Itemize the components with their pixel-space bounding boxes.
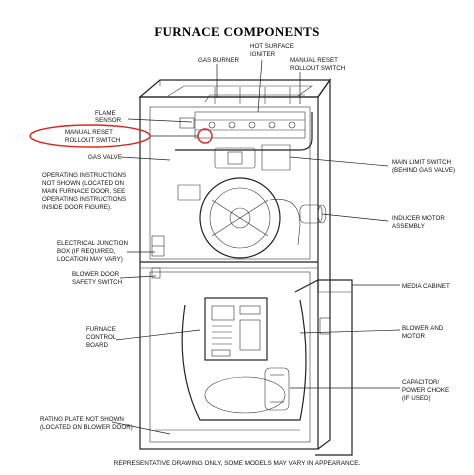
label-rollout-top-2: ROLLOUT SWITCH	[290, 65, 345, 72]
door-switch	[151, 267, 161, 279]
label-blower-1: BLOWER AND	[402, 325, 444, 332]
label-flame-sensor-2: SENSOR	[95, 117, 122, 124]
leader-lines	[111, 59, 401, 435]
label-operating-2: NOT SHOWN (LOCATED ON	[42, 180, 124, 187]
label-blower-2: MOTOR	[402, 333, 425, 340]
label-flame-sensor-1: FLAME	[95, 110, 116, 117]
label-operating-3: MAIN FURNACE DOOR, SEE	[42, 188, 125, 195]
label-main-limit-2: (BEHIND GAS VALVE)	[392, 167, 455, 174]
heat-exchanger	[167, 85, 313, 104]
label-capacitor-2: POWER CHOKE	[402, 387, 449, 394]
label-junction-3: LOCATION MAY VARY)	[57, 256, 123, 263]
burner-assembly	[179, 111, 306, 139]
rollout-switch-highlight	[197, 128, 213, 144]
component-labels: GAS BURNER HOT SURFACE IGNITER MANUAL RE…	[40, 43, 455, 431]
footer-note: REPRESENTATIVE DRAWING ONLY, SOME MODELS…	[114, 460, 361, 467]
label-operating-4: OPERATING INSTRUCTIONS	[42, 196, 126, 203]
gas-valve-assembly	[175, 112, 313, 171]
control-board	[204, 297, 268, 361]
label-operating-1: OPERATING INSTRUCTIONS	[42, 172, 126, 179]
label-junction-1: ELECTRICAL JUNCTION	[57, 240, 128, 247]
label-rollout-top-1: MANUAL RESET	[290, 57, 338, 64]
label-rating-1: RATING PLATE NOT SHOWN	[40, 416, 124, 423]
label-media-cabinet: MEDIA CABINET	[402, 283, 450, 290]
label-control-board-3: BOARD	[86, 342, 109, 349]
label-gas-burner: GAS BURNER	[198, 57, 239, 64]
label-hot-surface-igniter-1: HOT SURFACE	[250, 43, 294, 50]
label-rollout-left-1: MANUAL RESET	[65, 129, 113, 136]
diagram-title: FURNACE COMPONENTS	[154, 24, 319, 39]
label-capacitor-3: (IF USED)	[402, 395, 431, 402]
inducer-motor	[177, 177, 327, 259]
label-inducer-1: INDUCER MOTOR	[392, 215, 445, 222]
label-rollout-left-2: ROLLOUT SWITCH	[65, 137, 120, 144]
label-inducer-2: ASSEMBLY	[392, 223, 425, 230]
label-main-limit-1: MAIN LIMIT SWITCH	[392, 159, 451, 166]
label-control-board-2: CONTROL	[86, 334, 117, 341]
label-operating-5: INSIDE DOOR FIGURE).	[42, 204, 112, 211]
label-door-switch-2: SAFETY SWITCH	[72, 279, 122, 286]
blower-housing	[155, 299, 307, 431]
label-door-switch-1: BLOWER DOOR	[72, 271, 120, 278]
label-junction-2: BOX (IF REQUIRED,	[57, 248, 116, 255]
label-rating-2: (LOCATED ON BLOWER DOOR)	[40, 424, 133, 431]
label-gas-valve: GAS VALVE	[88, 154, 122, 161]
junction-box	[151, 235, 165, 257]
furnace-cabinet	[138, 78, 332, 450]
label-control-board-1: FURNACE	[86, 326, 116, 333]
label-hot-surface-igniter-2: IGNITER	[250, 51, 276, 58]
label-capacitor-1: CAPACITOR/	[402, 379, 440, 386]
media-cabinet	[294, 279, 353, 456]
